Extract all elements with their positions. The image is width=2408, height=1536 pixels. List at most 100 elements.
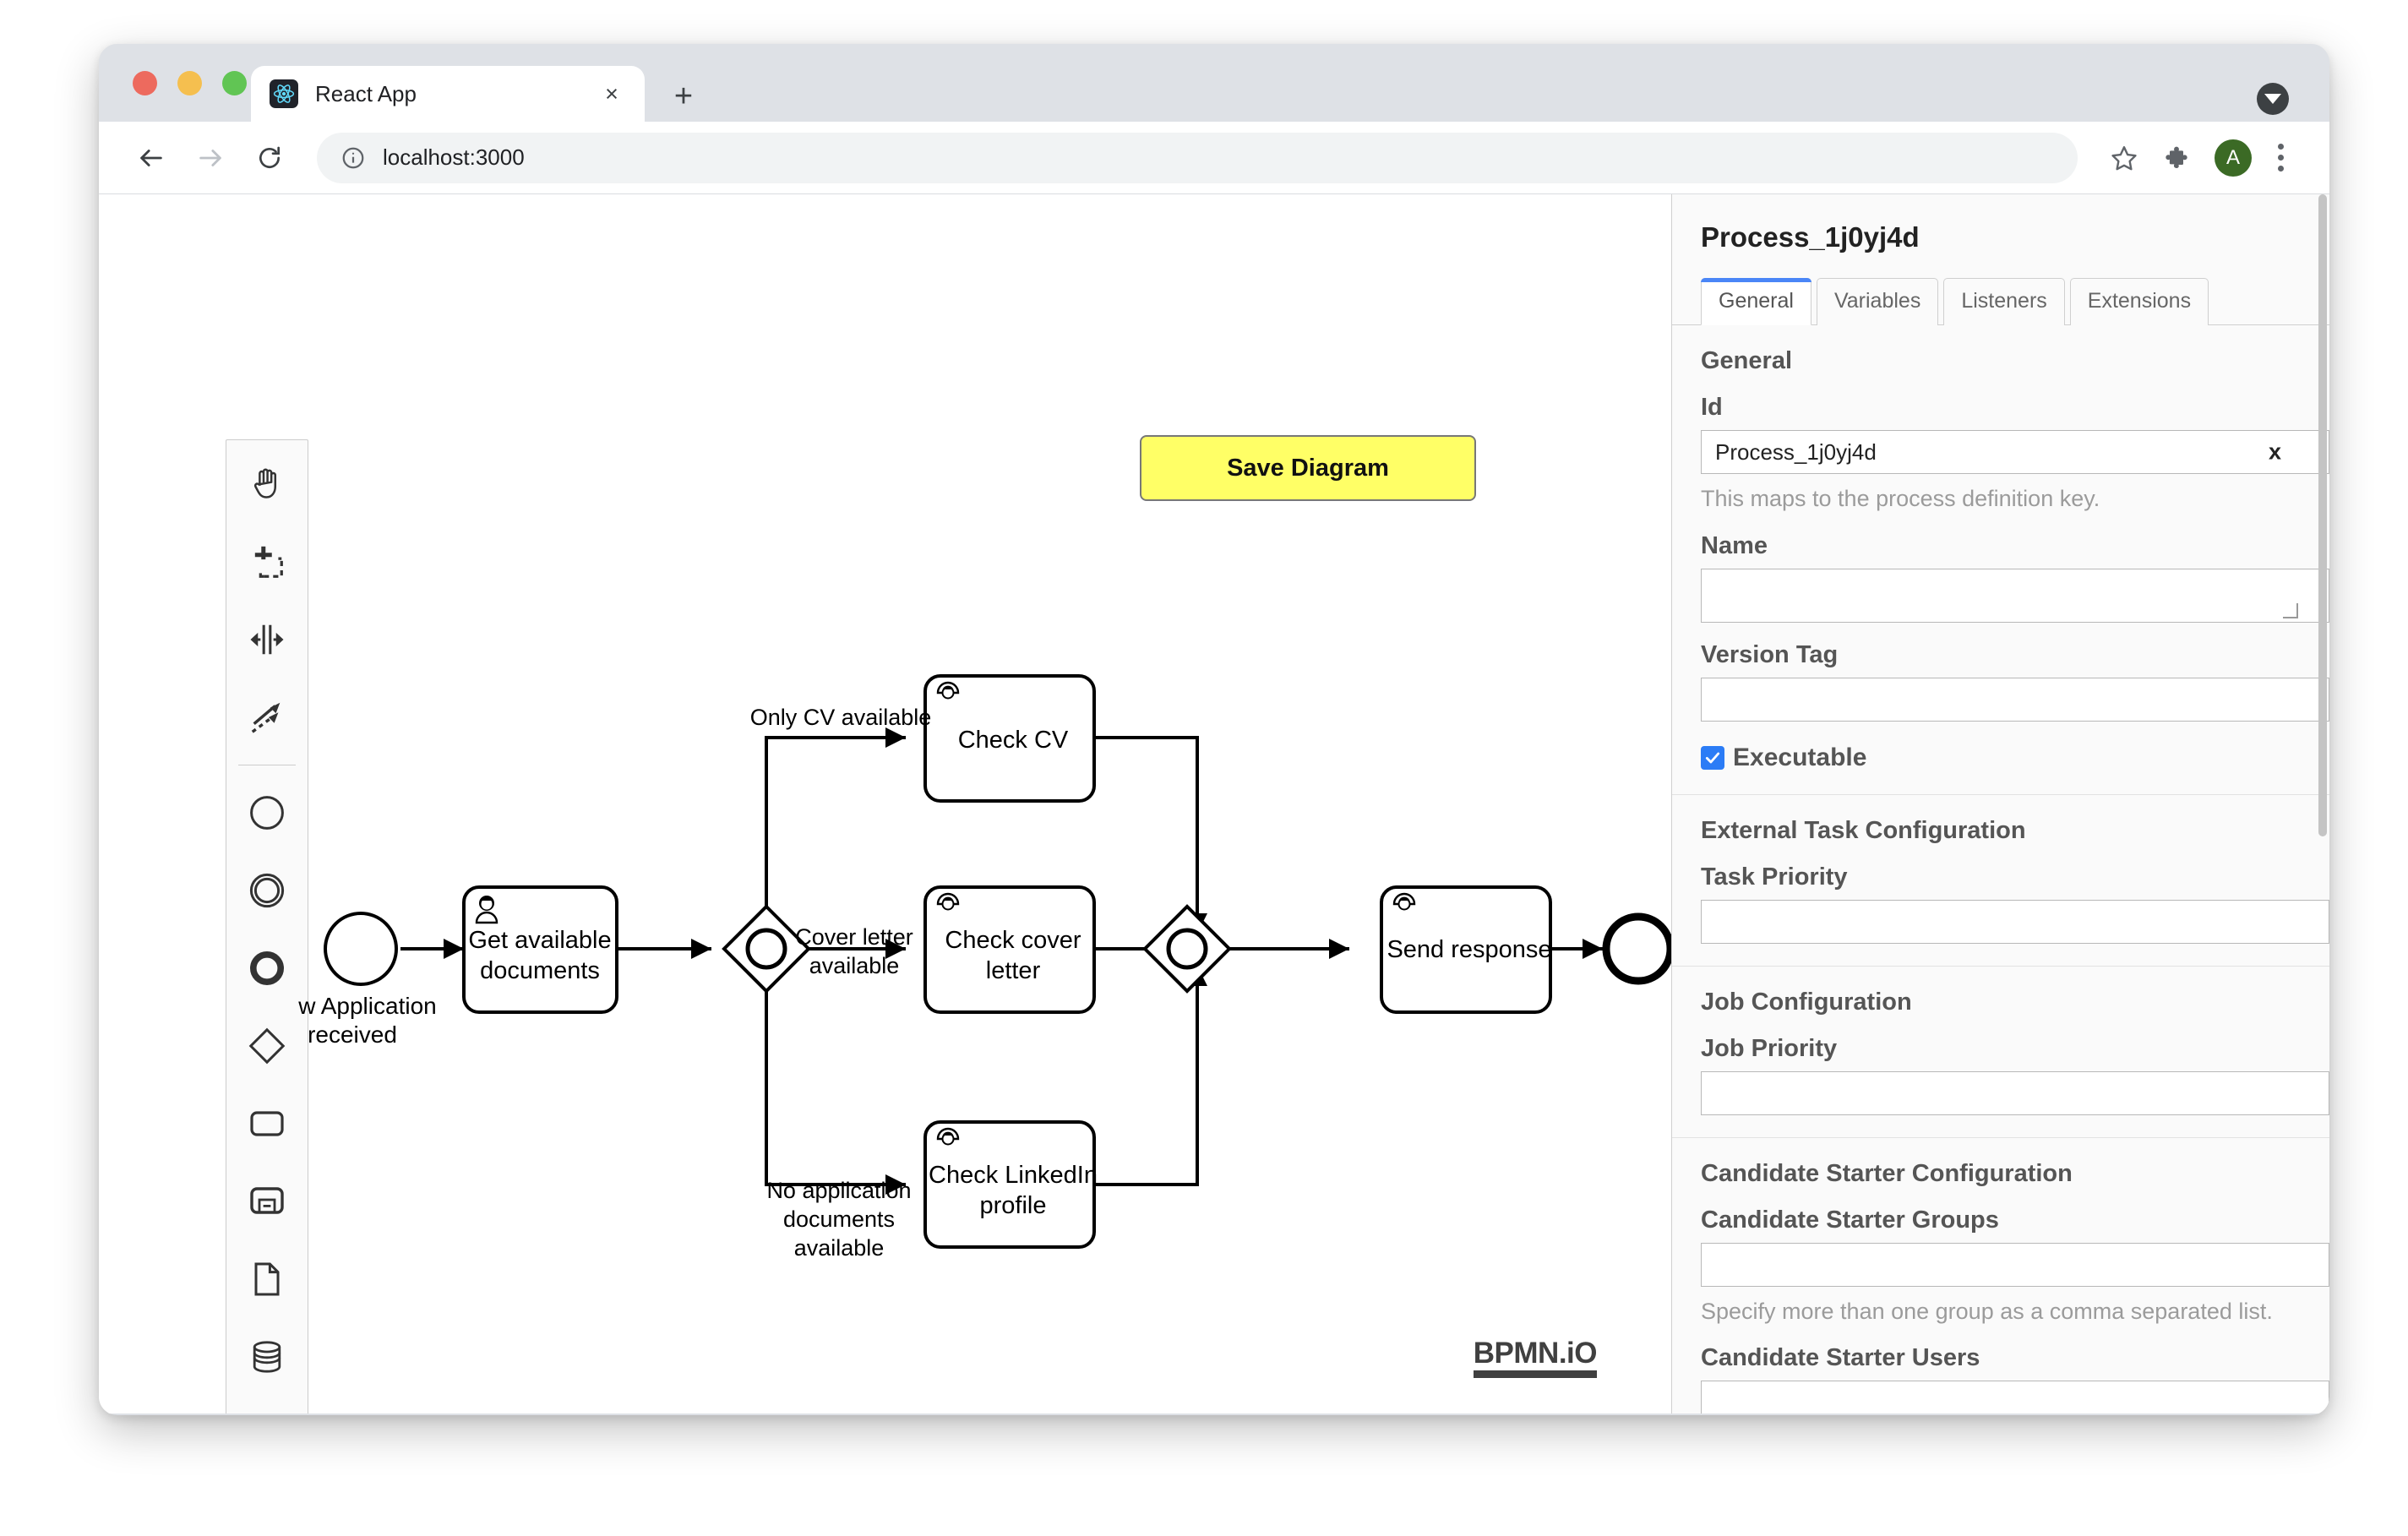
flow-label-cover-1: Cover letter (795, 924, 913, 950)
bpmn-palette (226, 439, 308, 1413)
back-arrow-icon[interactable] (128, 134, 175, 182)
database-icon[interactable] (226, 1318, 308, 1396)
candidate-starter-group: Candidate Starter Configuration Candidat… (1672, 1160, 2329, 1413)
inclusive-gateway-join (1142, 904, 1232, 994)
clear-icon[interactable]: x (2268, 438, 2281, 465)
address-bar[interactable]: localhost:3000 (317, 132, 2078, 183)
job-priority-field[interactable] (1701, 1070, 2329, 1115)
start-event-label-2: received (308, 1021, 397, 1048)
id-hint: This maps to the process definition key. (1701, 486, 2100, 511)
close-window-button[interactable] (133, 71, 157, 95)
lasso-select-icon[interactable] (226, 523, 308, 601)
id-value: Process_1j0yj4d (1715, 438, 1877, 465)
external-task-title: External Task Configuration (1701, 816, 2026, 844)
star-icon[interactable] (2101, 135, 2147, 181)
maximize-window-button[interactable] (222, 71, 247, 95)
end-event (1602, 912, 1671, 985)
candidate-groups-field[interactable] (1701, 1242, 2329, 1287)
react-logo-icon (270, 79, 298, 108)
task-check-cv (923, 674, 1096, 803)
version-tag-label: Version Tag (1701, 640, 1839, 668)
user-task-icon (936, 681, 960, 700)
task-priority-field[interactable] (1701, 899, 2329, 944)
job-priority-label: Job Priority (1701, 1034, 1838, 1062)
user-task-icon (936, 892, 960, 911)
connect-arrows-icon[interactable] (226, 678, 308, 756)
user-task-icon (475, 896, 498, 924)
tab-variables[interactable]: Variables (1816, 278, 1939, 325)
bpmn-diagram: Get available documents Check CV (297, 674, 1671, 1261)
candidate-users-field[interactable] (1701, 1381, 2329, 1413)
job-configuration-group: Job Configuration Job Priority (1672, 989, 2329, 1138)
puzzle-icon[interactable] (2155, 135, 2201, 181)
name-label: Name (1701, 531, 1768, 559)
rounded-rect-icon[interactable] (226, 1085, 308, 1163)
tab-title: React App (315, 80, 417, 106)
job-configuration-title: Job Configuration (1701, 988, 1912, 1016)
executable-row[interactable]: Executable (1701, 743, 2301, 772)
tab-extensions[interactable]: Extensions (2069, 278, 2209, 325)
candidate-users-label: Candidate Starter Users (1701, 1344, 1980, 1372)
task-check-linkedin-profile (923, 1120, 1096, 1249)
inclusive-gateway-split (722, 904, 811, 994)
task-linkedin-label-2: profile (980, 1192, 1047, 1219)
save-diagram-button[interactable]: Save Diagram (1140, 435, 1476, 501)
space-tool-icon[interactable] (226, 601, 308, 678)
chevron-down-icon[interactable] (2257, 83, 2289, 115)
version-tag-field[interactable] (1701, 677, 2329, 722)
circle-thick-icon[interactable] (226, 929, 308, 1007)
browser-window: React App × + (99, 44, 2329, 1415)
task-cv-label: Check CV (958, 727, 1069, 754)
task-send-response (1380, 885, 1552, 1014)
id-label: Id (1701, 394, 1723, 421)
user-task-icon (936, 1127, 960, 1146)
start-event-label-1: w Application (297, 993, 436, 1019)
browser-tab[interactable]: React App × (251, 66, 645, 122)
candidate-groups-hint: Specify more than one group as a comma s… (1701, 1298, 2273, 1324)
executable-label: Executable (1733, 743, 1867, 771)
executable-checkbox[interactable] (1701, 745, 1724, 770)
general-group-title: General (1701, 347, 1792, 374)
circle-thin-icon[interactable] (226, 774, 308, 852)
candidate-starter-title: Candidate Starter Configuration (1701, 1159, 2073, 1187)
flow-label-noapp-1: No application (766, 1178, 911, 1203)
id-field[interactable]: Process_1j0yj4d x (1701, 430, 2329, 474)
page-title: Process_1j0yj4d (1701, 221, 1920, 253)
window-controls (133, 71, 247, 95)
task-get-available-documents (462, 885, 618, 1014)
task-cover-label-2: letter (986, 957, 1041, 984)
bpmn-io-logo: BPMN.iO (1473, 1338, 1598, 1378)
hand-icon[interactable] (226, 445, 308, 523)
task-cover-label-1: Check cover (945, 927, 1081, 954)
forward-arrow-icon[interactable] (187, 134, 234, 182)
start-event (324, 912, 398, 986)
new-tab-button[interactable]: + (673, 79, 694, 114)
properties-scrollbar[interactable] (2318, 194, 2327, 1413)
diamond-icon[interactable] (226, 1007, 308, 1085)
candidate-groups-label: Candidate Starter Groups (1701, 1206, 1999, 1234)
external-task-group: External Task Configuration Task Priorit… (1672, 817, 2329, 967)
name-field[interactable] (1701, 568, 2329, 623)
flow-label-only-cv: Only CV available (750, 705, 932, 730)
close-tab-icon[interactable]: × (605, 80, 618, 106)
double-circle-icon[interactable] (226, 852, 308, 929)
url-text: localhost:3000 (383, 144, 525, 170)
tab-strip: React App × + (99, 44, 2329, 122)
flow-label-noapp-3: available (794, 1235, 885, 1261)
user-task-icon (1392, 892, 1416, 911)
bpmn-canvas[interactable]: Save Diagram (99, 194, 1672, 1413)
properties-panel: Process_1j0yj4d General Variables Listen… (1672, 194, 2329, 1413)
task-linkedin-label-1: Check LinkedIn (929, 1162, 1098, 1189)
subprocess-icon[interactable] (226, 1163, 308, 1240)
kebab-menu-icon[interactable] (2260, 135, 2301, 181)
minimize-window-button[interactable] (177, 71, 202, 95)
info-icon[interactable] (339, 144, 368, 172)
reload-icon[interactable] (246, 134, 293, 182)
task-check-cover-letter (923, 885, 1096, 1014)
general-group: General Id Process_1j0yj4d x This maps t… (1672, 347, 2329, 795)
tab-listeners[interactable]: Listeners (1943, 278, 2065, 325)
avatar[interactable]: A (2215, 139, 2252, 177)
document-icon[interactable] (226, 1240, 308, 1318)
tab-general[interactable]: General (1701, 278, 1811, 325)
